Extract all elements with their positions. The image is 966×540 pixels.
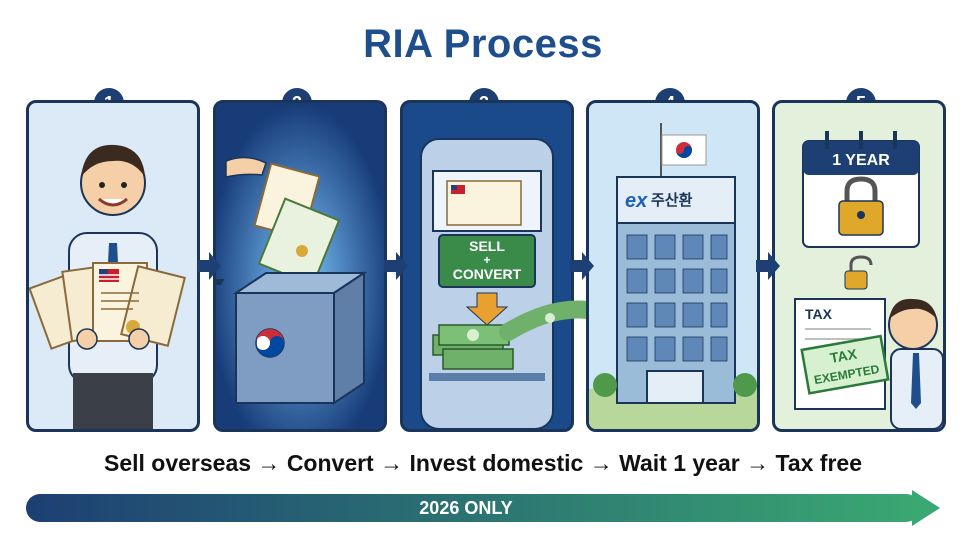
step-panel-3: SELL + CONVERT <box>400 100 574 432</box>
tax-label: TAX <box>805 306 833 322</box>
brand-name: 주산환 <box>651 191 693 209</box>
won-money-icon <box>432 324 514 370</box>
sell-label: SELL <box>469 238 505 254</box>
arrow-right-icon <box>384 252 408 280</box>
exchange-building-illustration: ex 주산환 <box>589 123 757 429</box>
tax-exempted-stamp: TAX EXEMPTED <box>800 334 890 395</box>
korea-emblem-icon <box>255 328 285 358</box>
person-with-certificates-illustration <box>29 144 186 429</box>
page-title: RIA Process <box>363 22 603 66</box>
certificate-stack <box>29 262 186 350</box>
arrow-right-icon <box>570 252 594 280</box>
arrow-right-icon <box>756 252 780 280</box>
us-flag-icon <box>99 269 119 282</box>
step-panel-2 <box>213 100 387 432</box>
arrow-down-icon <box>465 292 509 326</box>
timeline-label: 2026 ONLY <box>419 498 513 518</box>
korea-flag-icon <box>661 134 707 166</box>
convert-machine-illustration: SELL + CONVERT <box>420 138 554 429</box>
svg-text:TAX: TAX <box>829 345 859 366</box>
tax-exempt-illustration: 1 YEAR TAX TAX EXEMPTED <box>794 131 943 429</box>
lock-icon <box>838 176 884 236</box>
calendar-label: 1 YEAR <box>832 152 890 169</box>
deposit-box-illustration <box>216 103 384 429</box>
brand-logo: ex <box>625 190 648 212</box>
convert-label: CONVERT <box>453 266 522 282</box>
step-panel-4: ex 주산환 <box>586 100 760 432</box>
arrow-right-icon <box>197 252 221 280</box>
timeline-bar <box>26 490 940 526</box>
process-caption: Sell overseas → Convert → Invest domesti… <box>103 450 862 476</box>
step-panel-5: 1 YEAR TAX TAX EXEMPTED <box>772 100 946 432</box>
plus-label: + <box>483 253 490 267</box>
unlock-icon <box>844 255 873 290</box>
calendar-icon: 1 YEAR <box>802 131 920 248</box>
step-panel-1 <box>26 100 200 432</box>
